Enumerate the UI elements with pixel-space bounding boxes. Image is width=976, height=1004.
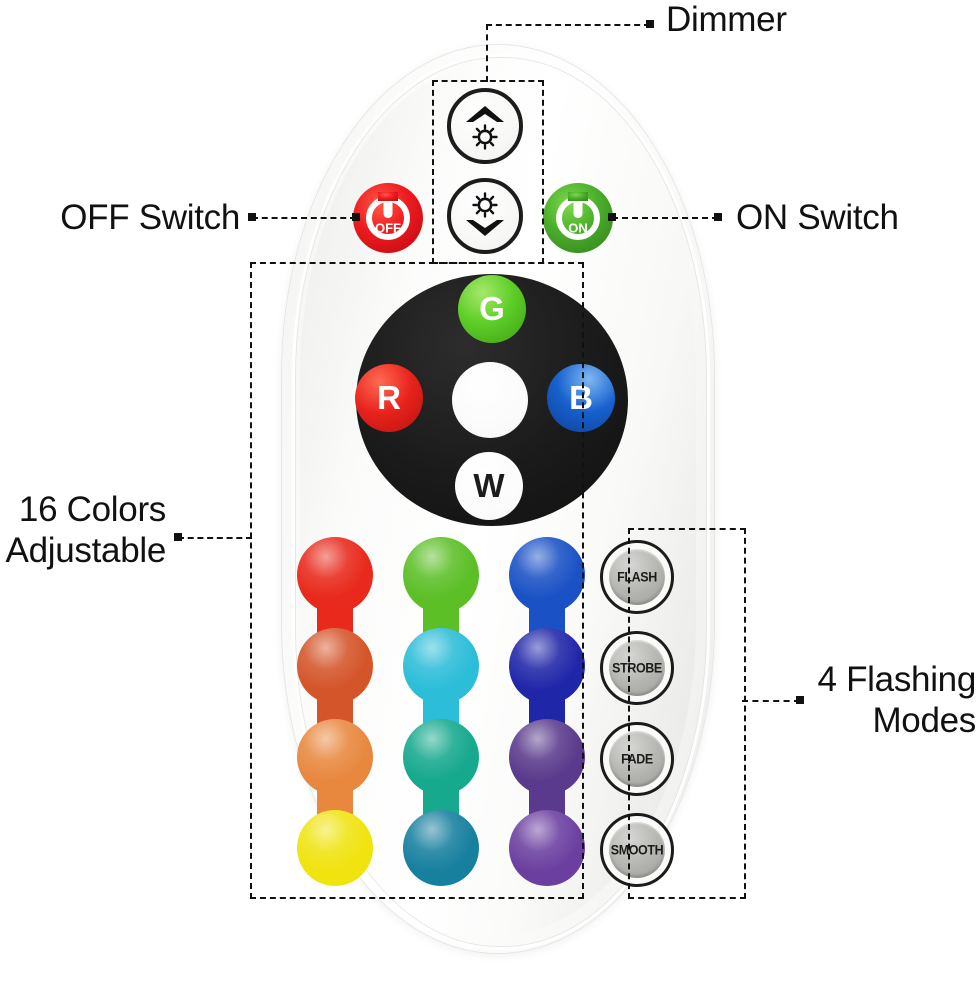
flash-button-label: FLASH — [617, 569, 657, 585]
pad-blue-label: B — [569, 379, 593, 416]
colors-callout-box — [250, 262, 584, 899]
sun-chevron-down-icon — [466, 192, 504, 236]
pad-red-label: R — [377, 379, 401, 416]
smooth-button-face: SMOOTH — [609, 822, 665, 878]
power-off-icon: OFF — [353, 183, 423, 253]
smooth-button[interactable]: SMOOTH — [600, 813, 674, 887]
on-switch-callout-dot-right — [714, 213, 722, 221]
power-on-icon: ON — [543, 183, 613, 253]
colors-annotation-label: 16 Colors Adjustable — [5, 490, 167, 570]
dimmer-callout-box — [432, 80, 544, 264]
color-dark-orange-button[interactable] — [297, 628, 373, 704]
on-switch-label: ON — [568, 221, 588, 236]
off-switch-button[interactable]: OFF — [352, 182, 424, 254]
color-navy-button[interactable] — [509, 628, 585, 704]
color-teal-button[interactable] — [403, 719, 479, 795]
color-steel-blue-button[interactable] — [403, 810, 479, 886]
pad-white-label: W — [473, 467, 505, 504]
pad-center-button[interactable] — [452, 362, 528, 438]
pad-red-button[interactable]: R — [355, 364, 423, 432]
dimmer-callout-line-horizontal — [486, 24, 650, 26]
off-switch-callout-endpoint — [352, 213, 360, 221]
fade-button[interactable]: FADE — [600, 722, 674, 796]
off-switch-callout-line — [252, 217, 356, 219]
color-dark-purple-button[interactable] — [509, 719, 585, 795]
dimmer-callout-endpoint — [646, 20, 654, 28]
pad-green-label: G — [479, 290, 505, 327]
brightness-down-button[interactable] — [447, 178, 523, 254]
flash-button[interactable]: FLASH — [600, 540, 674, 614]
on-switch-callout-line — [612, 217, 718, 219]
dimmer-annotation-label: Dimmer — [666, 0, 787, 39]
off-switch-annotation-label: OFF Switch — [60, 198, 240, 237]
pad-white-button[interactable]: W — [455, 452, 523, 520]
color-yellow-button[interactable] — [297, 810, 373, 886]
pad-blue-button[interactable]: B — [547, 364, 615, 432]
strobe-button-face: STROBE — [609, 640, 665, 696]
colors-callout-line — [178, 537, 252, 539]
modes-callout-line — [742, 700, 800, 702]
chevron-up-sun-icon — [466, 106, 504, 150]
on-switch-annotation-label: ON Switch — [736, 198, 899, 237]
colors-callout-endpoint — [174, 533, 182, 541]
off-switch-label: OFF — [375, 221, 401, 236]
on-switch-button[interactable]: ON — [542, 182, 614, 254]
smooth-button-label: SMOOTH — [610, 842, 664, 858]
strobe-button[interactable]: STROBE — [600, 631, 674, 705]
strobe-button-label: STROBE — [612, 660, 662, 676]
flash-button-face: FLASH — [609, 549, 665, 605]
color-blue-button[interactable] — [509, 537, 585, 613]
modes-annotation-label: 4 Flashing Modes — [817, 660, 976, 740]
color-purple-button[interactable] — [509, 810, 585, 886]
modes-callout-endpoint — [796, 696, 804, 704]
color-green-button[interactable] — [403, 537, 479, 613]
pad-green-button[interactable]: G — [458, 275, 526, 343]
color-red-button[interactable] — [297, 537, 373, 613]
modes-callout-box — [628, 528, 746, 899]
color-cyan-button[interactable] — [403, 628, 479, 704]
brightness-up-button[interactable] — [447, 88, 523, 164]
dimmer-callout-line-vertical — [486, 24, 488, 82]
color-orange-button[interactable] — [297, 719, 373, 795]
